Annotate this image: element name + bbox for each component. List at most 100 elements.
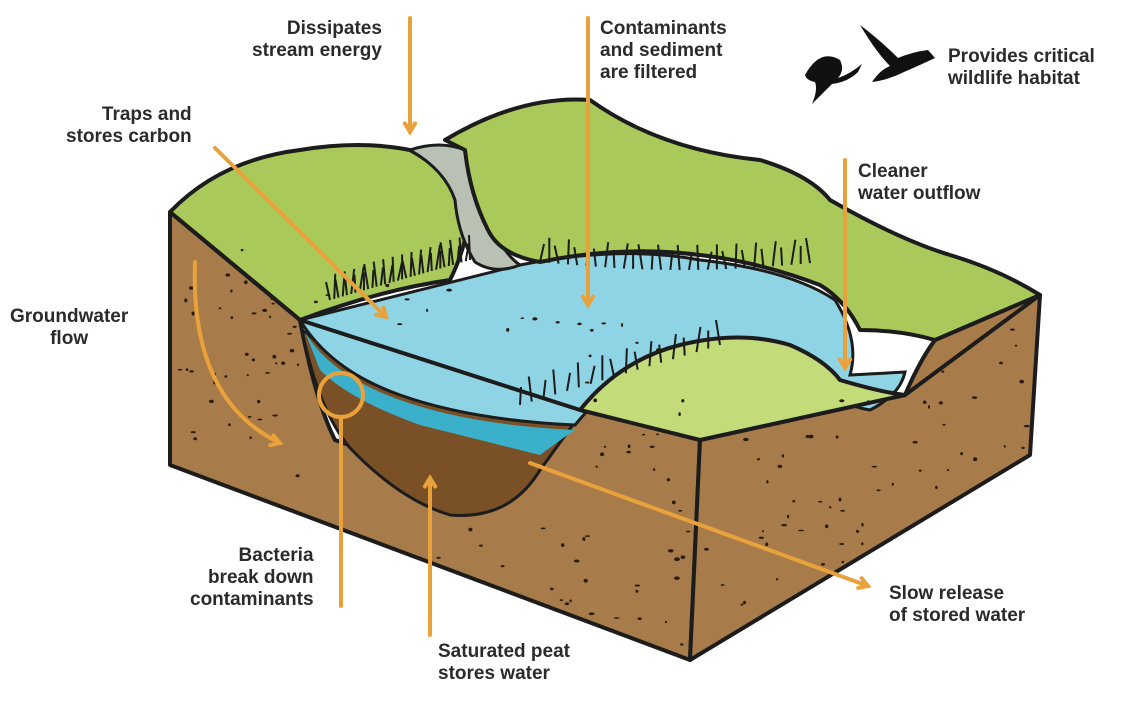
reed-blade [695,326,702,353]
soil-speck [999,361,1003,365]
soil-speck [532,317,538,321]
soil-speck [185,368,189,371]
soil-speck [652,468,656,471]
reed-blade [760,248,765,268]
soil-speck [569,599,572,603]
reed-blade [447,248,451,267]
soil-speck [251,358,255,362]
soil-speck [828,506,832,509]
cleaner-arrowhead [837,357,853,372]
soil-speck [426,308,429,312]
slow-release-arrow [528,461,870,588]
reed-blade [771,241,777,267]
soil-speck [479,544,483,547]
soil-speck [246,374,249,377]
reed-blade [456,245,461,264]
soil-speck [861,542,864,546]
soil-speck [188,286,194,290]
soil-speck [189,370,194,373]
soil-speck [584,535,591,537]
soil-speck [593,398,598,403]
soil-speck [666,478,671,482]
reed-blade [609,358,616,377]
soil-speck [1010,328,1015,331]
soil-speck [292,325,297,328]
soil-speck [743,437,749,442]
soil-speck [559,599,564,601]
soil-speck [244,280,248,285]
soil-speck [627,444,631,449]
reed-blade [753,242,758,268]
soil-speck [634,584,640,587]
soil-speck [720,584,725,586]
soil-speck [228,423,231,427]
reed-blade [671,333,677,360]
soil-speck [270,297,275,300]
reed-blade [458,237,463,263]
soil-speck [251,312,257,315]
soil-speck [740,603,744,606]
soil-speck [230,289,233,293]
reed-blade [706,251,713,270]
soil-speck [891,482,894,486]
soil-speck [257,418,263,421]
ducks-icon [805,25,935,104]
soil-speck [825,524,829,529]
soil-speck [841,560,845,564]
soil-speck [912,440,918,444]
reed-blade [371,269,375,288]
soil-speck [656,433,659,436]
soil-speck [564,602,570,606]
soil-speck [555,321,560,324]
reed-blade [740,249,746,269]
reed-blade [604,242,610,268]
soil-speck [1019,379,1025,384]
soil-speck [1014,344,1018,347]
soil-speck [436,556,441,559]
soil-speck [649,445,655,448]
soil-speck [287,332,292,335]
reed-blade [612,249,616,268]
reed-blade [682,337,686,356]
soil-speck [573,559,580,563]
soil-speck [743,600,746,605]
soil-speck [667,549,674,553]
soil-speck [577,322,582,326]
soil-speck [674,576,680,580]
reed-blade [637,244,644,270]
soil-speck [506,328,510,332]
soil-speck [588,612,595,616]
soil-speck [265,372,270,374]
soil-speck [922,400,927,404]
reed-blade [527,376,533,402]
reed-blade [382,259,387,285]
soil-speck [635,589,639,593]
soil-speck [257,399,261,404]
reed-blade [622,243,629,269]
soil-speck [584,400,587,405]
soil-speck [798,529,805,532]
soil-speck [678,509,683,512]
rim-line [168,210,1042,412]
soil-speck [671,500,676,505]
soil-speck [588,354,592,358]
soil-speck [792,500,796,503]
soil-speck [805,434,809,439]
soil-speck [876,489,881,492]
soil-speck [244,352,249,356]
soil-speck [704,547,709,551]
soil-speck [561,543,565,547]
soil-right-face [688,293,1042,662]
soil-speck [946,469,950,472]
soil-speck [941,370,945,373]
reed-blade [439,242,446,268]
soil-speck [960,452,964,456]
soil-speck [938,401,943,405]
reed-blade [401,259,408,279]
soil-speck [781,523,787,527]
soil-speck [635,341,639,344]
soil-speck [600,452,605,457]
